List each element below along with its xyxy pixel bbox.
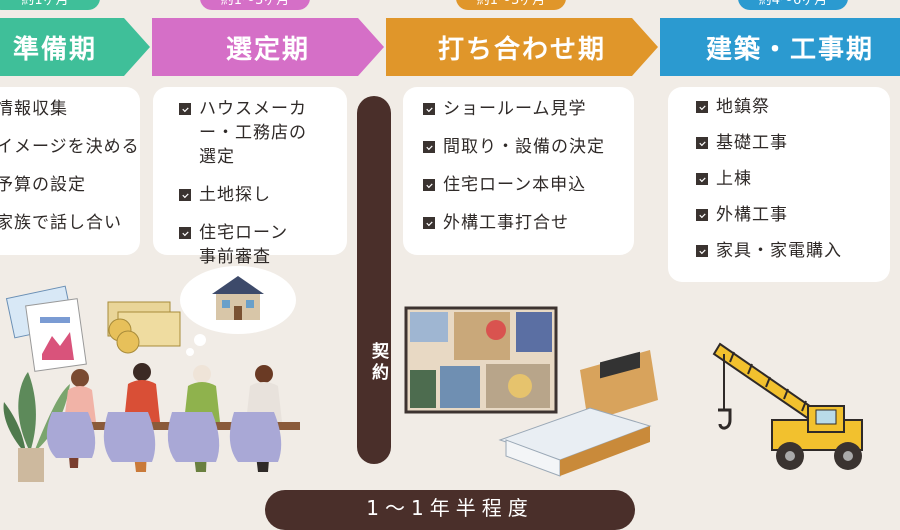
list-item: 家具・家電購入	[696, 239, 890, 263]
stage-build-banner: 建築・工事期	[660, 18, 900, 76]
stage-prep-banner: 準備期	[0, 18, 150, 76]
stage-prep-title: 準備期	[12, 34, 97, 65]
stage-select-banner: 選定期	[152, 18, 384, 76]
period-tab-build: 約4〜6ヶ月	[738, 0, 848, 10]
list-item: イメージを決める	[0, 137, 140, 157]
money-icon	[107, 301, 181, 354]
stage-select-title: 選定期	[225, 34, 310, 65]
list-item: 外構工事	[696, 203, 890, 227]
kitchen-icon	[498, 350, 658, 477]
contract-label: 契約	[368, 341, 388, 384]
period-tab-prep: 約1ヶ月	[0, 0, 100, 10]
card-prep: 情報収集 イメージを決める 予算の設定 家族で話し合い	[0, 87, 140, 255]
contract-bar: 契約	[357, 96, 391, 464]
checkbox-icon	[696, 173, 708, 185]
list-item: 間取り・設備の決定	[423, 135, 634, 159]
list-item: 地鎮祭	[696, 95, 890, 119]
checkbox-icon	[696, 245, 708, 257]
checkbox-icon	[423, 217, 435, 229]
stage-meeting-banner: 打ち合わせ期	[386, 18, 658, 76]
list-item: 情報収集	[0, 99, 68, 119]
list-item: ショールーム見学	[423, 97, 634, 121]
checkbox-icon	[423, 179, 435, 191]
checkbox-icon	[423, 103, 435, 115]
list-item: 住宅ローン事前審査	[179, 221, 289, 269]
floorplan-illustration	[404, 306, 658, 477]
checkbox-icon	[179, 227, 191, 239]
list-item: 外構工事打合せ	[423, 211, 634, 235]
list-item: 家族で話し合い	[0, 213, 122, 233]
house-thought-icon	[180, 266, 296, 356]
card-meeting: ショールーム見学 間取り・設備の決定 住宅ローン本申込 外構工事打合せ	[403, 87, 634, 255]
duration-label: 1〜1年半程度	[366, 496, 534, 520]
card-build: 地鎮祭 基礎工事 上棟 外構工事 家具・家電購入	[668, 87, 890, 282]
list-item: 予算の設定	[0, 175, 86, 195]
duration-bar: 1〜1年半程度	[265, 490, 635, 530]
chairs-icon	[46, 412, 282, 462]
card-select: ハウスメーカー・工務店の選定 土地探し 住宅ローン事前審査	[153, 87, 347, 267]
documents-icon	[5, 285, 87, 372]
meeting-illustration	[3, 266, 300, 482]
checkbox-icon	[179, 103, 191, 115]
stage-build-title: 建築・工事期	[705, 34, 874, 65]
checkbox-icon	[696, 101, 708, 113]
period-tab-meeting: 約1〜3ヶ月	[456, 0, 566, 10]
checkbox-icon	[179, 189, 191, 201]
crane-illustration	[712, 342, 863, 470]
list-item: 土地探し	[179, 183, 347, 207]
list-item: 上棟	[696, 167, 890, 191]
checkbox-icon	[696, 137, 708, 149]
checkbox-icon	[423, 141, 435, 153]
period-tab-select: 約1〜3ヶ月	[200, 0, 310, 10]
stage-meeting-title: 打ち合わせ期	[437, 34, 606, 65]
list-item: ハウスメーカー・工務店の選定	[179, 97, 319, 169]
checkbox-icon	[696, 209, 708, 221]
list-item: 基礎工事	[696, 131, 890, 155]
list-item: 住宅ローン本申込	[423, 173, 634, 197]
